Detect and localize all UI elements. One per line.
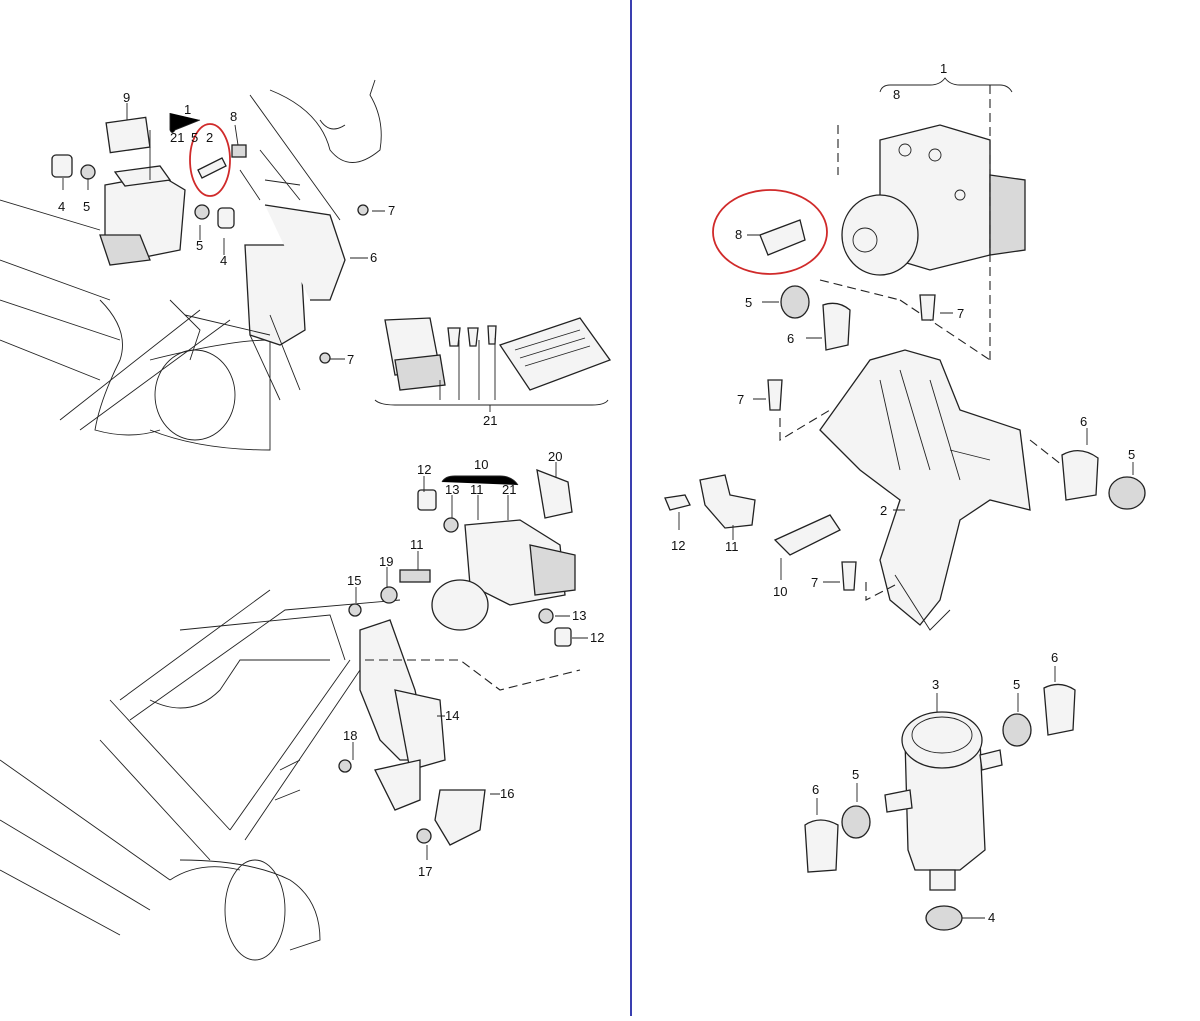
label-7c: 7 — [811, 575, 818, 590]
label-10: 10 — [773, 584, 787, 599]
label-3: 3 — [932, 677, 939, 692]
label-5b: 5 — [1128, 447, 1135, 462]
label-6: 6 — [787, 331, 794, 346]
label-2: 2 — [880, 503, 887, 518]
label-5: 5 — [1013, 677, 1020, 692]
label-13: 13 — [445, 482, 459, 497]
label-10: 10 — [474, 457, 488, 472]
highlight-circle-8 — [712, 189, 828, 275]
label-11: 11 — [470, 482, 484, 497]
label-1: 1 — [184, 102, 191, 117]
label-4: 4 — [58, 199, 65, 214]
label-7: 7 — [957, 306, 964, 321]
label-11b: 11 — [410, 537, 424, 552]
label-5c: 5 — [196, 238, 203, 253]
label-6b: 6 — [1080, 414, 1087, 429]
label-1: 1 — [940, 61, 947, 76]
label-4b: 4 — [220, 253, 227, 268]
label-8: 8 — [230, 109, 237, 124]
label-20: 20 — [548, 449, 562, 464]
label-7b: 7 — [737, 392, 744, 407]
label-16: 16 — [500, 786, 514, 801]
label-5: 5 — [191, 130, 198, 145]
label-6: 6 — [1051, 650, 1058, 665]
label-21: 21 — [170, 130, 184, 145]
label-19: 19 — [379, 554, 393, 569]
label-2: 2 — [206, 130, 213, 145]
label-18: 18 — [343, 728, 357, 743]
label-13b: 13 — [572, 608, 586, 623]
label-8: 8 — [735, 227, 742, 242]
label-21b: 21 — [483, 413, 497, 428]
label-6b: 6 — [812, 782, 819, 797]
label-7b: 7 — [347, 352, 354, 367]
label-12b: 12 — [590, 630, 604, 645]
left-upper-assembly — [0, 79, 612, 451]
label-15: 15 — [347, 573, 361, 588]
label-7: 7 — [388, 203, 395, 218]
label-5: 5 — [745, 295, 752, 310]
left-lower-assembly — [0, 462, 588, 961]
label-5b: 5 — [852, 767, 859, 782]
label-9: 9 — [123, 90, 130, 105]
label-6: 6 — [370, 250, 377, 265]
label-11: 11 — [725, 539, 739, 554]
right-top-assembly — [664, 77, 1146, 631]
label-21: 21 — [502, 482, 516, 497]
label-4: 4 — [988, 910, 995, 925]
right-bottom-assembly — [804, 666, 1076, 931]
label-8-top: 8 — [893, 87, 900, 102]
label-12: 12 — [417, 462, 431, 477]
label-14: 14 — [445, 708, 459, 723]
label-12: 12 — [671, 538, 685, 553]
label-5b: 5 — [83, 199, 90, 214]
label-17: 17 — [418, 864, 432, 879]
highlight-circle — [189, 123, 231, 197]
